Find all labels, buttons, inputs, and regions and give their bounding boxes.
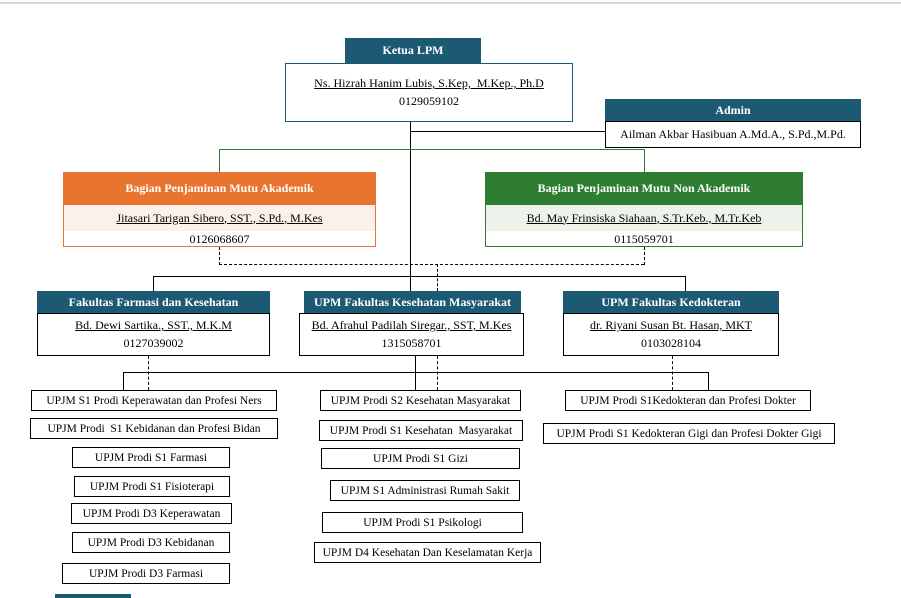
upm-kedokteran-header: UPM Fakultas Kedokteran	[563, 291, 779, 313]
fakultas-farmasi-header: Fakultas Farmasi dan Kesehatan	[37, 291, 270, 313]
connector-dashed-center-drop	[437, 264, 438, 291]
ketua-lpm-nidn: 0129059102	[399, 94, 459, 108]
upm-kedokteran-box: dr. Riyani Susan Bt. Hasan, MKT 01030281…	[563, 313, 779, 356]
bagian-akademik-nidn: 0126068607	[189, 231, 250, 246]
admin-header: Admin	[605, 99, 861, 121]
upm-kesmas-box: Bd. Afrahul Padilah Siregar., SST, M.Kes…	[299, 313, 524, 356]
bagian-akademik-header: Bagian Penjaminan Mutu Akademik	[64, 172, 375, 205]
fakultas-farmasi-box: Bd. Dewi Sartika., SST., M.K.M 012703900…	[37, 313, 270, 356]
prodi-box: UPJM S1 Prodi Keperawatan dan Profesi Ne…	[31, 390, 277, 411]
admin-name: Ailman Akbar Hasibuan A.Md.A., S.Pd.,M.P…	[620, 127, 846, 141]
upm-kesmas-header: UPM Fakultas Kesehatan Masyarakat	[304, 291, 521, 313]
prodi-box: UPJM Prodi S1 Farmasi	[72, 447, 230, 468]
top-border-line	[0, 2, 901, 4]
prodi-box: UPJM Prodi S1 Kesehatan Masyarakat	[319, 420, 523, 441]
prodi-box: UPJM D4 Kesehatan Dan Keselamatan Kerja	[314, 542, 541, 563]
bagian-akademik-name-row: Jitasari Tarigan Sibero, SST., S.Pd., M.…	[64, 205, 375, 231]
connector-bagian-right	[644, 149, 645, 172]
prodi-box: UPJM Prodi S1 Fisioterapi	[74, 476, 230, 497]
prodi-box: UPJM Prodi S1 Kedokteran Gigi dan Profes…	[543, 423, 835, 444]
connector-prodi-left-drop	[123, 372, 124, 390]
bagian-nonakademik-box: Bagian Penjaminan Mutu Non Akademik Bd. …	[485, 172, 803, 247]
connector-dashed-kesmas-drop	[437, 356, 438, 390]
prodi-box: UPJM Prodi S2 Kesehatan Masyarakat	[320, 390, 521, 411]
bagian-nonakademik-name: Bd. May Frinsiska Siahaan, S.Tr.Keb., M.…	[526, 210, 762, 225]
connector-faculty-right-drop	[685, 276, 686, 291]
connector-dashed-farmasi-drop	[148, 356, 149, 390]
ketua-lpm-header: Ketua LPM	[345, 38, 481, 63]
ketua-lpm-box: Ns. Hizrah Hanim Lubis, S.Kep, M.Kep., P…	[285, 63, 573, 122]
ketua-lpm-name: Ns. Hizrah Hanim Lubis, S.Kep, M.Kep., P…	[314, 76, 544, 90]
connector-bagian-left	[219, 149, 220, 172]
connector-bagian-horizontal	[219, 149, 645, 150]
prodi-box: UPJM Prodi S1 Kebidanan dan Profesi Bida…	[30, 418, 278, 439]
connector-dashed-kedokteran-drop	[672, 356, 673, 390]
prodi-box: UPJM Prodi D3 Keperawatan	[71, 503, 232, 524]
upm-kesmas-name: Bd. Afrahul Padilah Siregar., SST, M.Kes	[311, 318, 512, 332]
prodi-box: UPJM Prodi D3 Kebidanan	[72, 532, 230, 553]
connector-faculty-horizontal	[153, 276, 686, 277]
fakultas-farmasi-name: Bd. Dewi Sartika., SST., M.K.M	[75, 318, 232, 332]
fakultas-farmasi-nidn: 0127039002	[123, 336, 184, 350]
prodi-box: UPJM Prodi S1Kedokteran dan Profesi Dokt…	[565, 390, 811, 411]
upm-kesmas-nidn: 1315058701	[381, 336, 442, 350]
connector-prodi-right-drop	[708, 372, 709, 390]
connector-dashed-horizontal	[219, 264, 644, 265]
prodi-box: UPJM Prodi S1 Psikologi	[322, 512, 523, 533]
connector-faculty-left-drop	[153, 276, 154, 291]
bagian-akademik-box: Bagian Penjaminan Mutu Akademik Jitasari…	[63, 172, 376, 247]
prodi-box: UPJM S1 Administrasi Rumah Sakit	[330, 480, 520, 501]
bagian-akademik-name: Jitasari Tarigan Sibero, SST., S.Pd., M.…	[116, 210, 323, 225]
prodi-box: UPJM Prodi S1 Gizi	[321, 448, 520, 469]
prodi-box: UPJM Prodi D3 Farmasi	[62, 563, 230, 584]
bagian-nonakademik-name-row: Bd. May Frinsiska Siahaan, S.Tr.Keb., M.…	[486, 205, 802, 231]
upm-kedokteran-nidn: 0103028104	[641, 336, 701, 350]
connector-dashed-akademik	[219, 247, 220, 265]
connector-kesmas-drop	[415, 356, 416, 390]
bagian-nonakademik-header: Bagian Penjaminan Mutu Non Akademik	[486, 172, 802, 205]
connector-admin	[410, 131, 605, 132]
bottom-accent-strip	[55, 594, 131, 598]
admin-box: Ailman Akbar Hasibuan A.Md.A., S.Pd.,M.P…	[605, 121, 861, 148]
connector-dashed-nonakademik	[644, 247, 645, 265]
upm-kedokteran-name: dr. Riyani Susan Bt. Hasan, MKT	[590, 318, 752, 332]
bagian-nonakademik-nidn: 0115059701	[614, 231, 674, 246]
connector-trunk	[410, 122, 411, 291]
